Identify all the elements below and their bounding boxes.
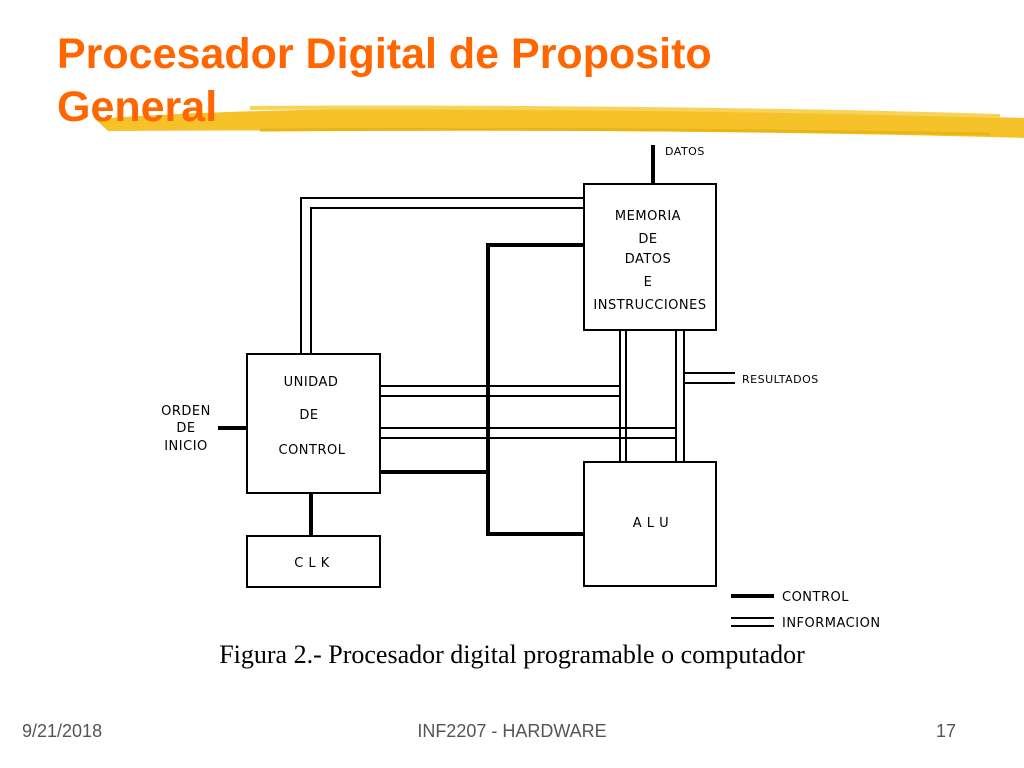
control-unit-label-line1: UNIDAD	[284, 375, 339, 390]
memory-label-line3: DATOS	[625, 252, 672, 267]
legend-control-label: CONTROL	[782, 590, 849, 605]
control-unit-label-line3: CONTROL	[279, 443, 346, 458]
memory-label-line2: DE	[638, 232, 657, 247]
datos-label: DATOS	[665, 145, 705, 158]
resultados-label: RESULTADOS	[742, 373, 819, 386]
memory-block	[583, 183, 717, 331]
footer-course: INF2207 - HARDWARE	[417, 721, 607, 741]
orden-label-line1: ORDEN	[161, 404, 211, 419]
clock-label: C L K	[294, 556, 330, 571]
slide-title: Procesador Digital de Proposito General	[57, 28, 712, 134]
orden-label-line3: INICIO	[164, 439, 208, 454]
orden-label-line2: DE	[176, 421, 195, 436]
slide-title-line2: General	[57, 83, 218, 131]
legend-informacion-label: INFORMACION	[782, 616, 881, 631]
memory-label-line4: E	[644, 275, 653, 290]
control-unit-block	[246, 353, 381, 494]
memory-label-line5: INSTRUCCIONES	[593, 298, 706, 313]
memory-label-line1: MEMORIA	[615, 209, 681, 224]
footer-date: 9/21/2018	[22, 721, 103, 741]
slide-title-line1: Procesador Digital de Proposito	[57, 30, 712, 78]
alu-block	[583, 461, 717, 587]
control-unit-label-line2: DE	[299, 408, 318, 423]
clock-block	[246, 535, 381, 588]
alu-label: A L U	[633, 516, 669, 531]
footer-page-number: 17	[935, 721, 956, 741]
figure-caption: Figura 2.- Procesador digital programabl…	[219, 640, 805, 669]
